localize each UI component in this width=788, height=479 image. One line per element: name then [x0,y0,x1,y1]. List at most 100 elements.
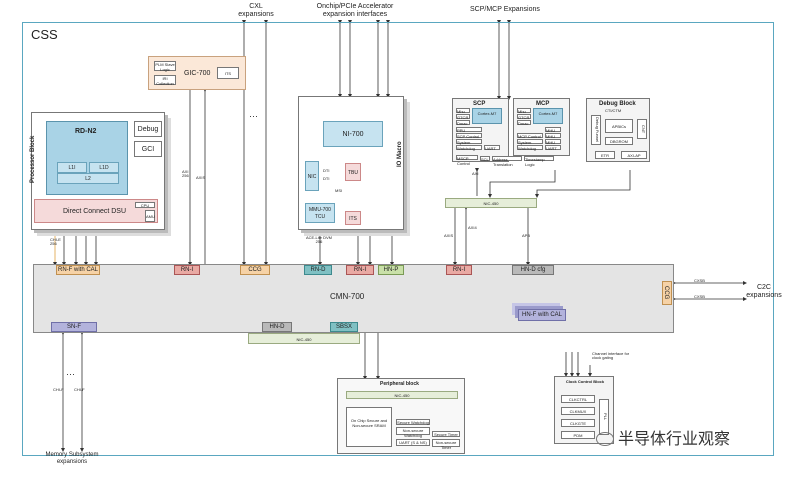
bus-apb: APB [522,233,531,238]
css-label: CSS [31,27,58,42]
clkgte: CLKGTE [561,419,595,427]
dti-label-1: DTI [323,168,330,173]
debug-block: Debug Block CTI/CTM Debug Funnel APBICs … [586,98,650,162]
address-translation: Address Translation [492,156,522,167]
uart-s-ns: UART (S & NS) [396,439,430,446]
port-rnd: RN-D [304,265,332,275]
bus-axis: AXIS [196,175,206,180]
scp-watchdog: Watchdog [456,145,482,151]
apbics: APBICs [605,119,633,133]
iri-collection: IRI Collection [154,75,176,86]
gci-unit: GCI [134,141,162,157]
mcp-block: MCP Cortex-M7 Mhu GTCR Dmac MCP Control … [513,98,570,156]
cmn-700-mesh: CMN-700 RN-F with CAL RN-I CCG RN-D RN-I… [33,264,674,333]
scp-system-timer: System Timer [456,139,482,150]
ns-timer: Non-secure Timer [432,439,460,450]
debug-title: Debug Block [599,101,636,107]
scp-cortex-m7: Cortex-M7 [472,108,502,124]
direct-connect-dsu: Direct Connect DSU CPU AMU [34,199,158,223]
bus-axi256: AXI 256 [182,169,189,179]
bus-chi-f-1: CHI-F [53,387,64,392]
port-snf: SN-F [51,322,97,332]
bus-cxsb-1: CXSB [694,278,705,283]
cxl-dots: ··· [249,111,258,121]
port-rni-3: RN-I [446,265,472,275]
port-rnf-cal: RN-F with CAL [56,265,100,275]
port-hnf-cal: HN-F with CAL [518,309,566,321]
bus-axi: AXI [472,171,479,176]
mcp-system-timer: System Timer [517,139,543,150]
gic-title: GIC-700 [184,70,211,77]
debug-funnel: Debug Funnel [591,115,601,145]
tbu: TBU [345,163,361,181]
scp-gtcr: GTCR [456,114,470,120]
c2c-label: C2C expansions [746,284,782,299]
io-its: ITS [345,211,361,225]
port-sbsx: SBSX [330,322,358,332]
scp-title: SCP [473,101,486,107]
processor-block: Processor Block RD-N2 L1I L1D L2 Debug G… [30,112,165,230]
msi-label: MSI [335,188,343,193]
nic-450-top: NIC-450 [445,198,537,208]
dsu-amu: AMU [145,210,155,222]
dsu-label: Direct Connect DSU [63,208,127,215]
mcp-uart: UART [545,145,561,151]
debug-cnt: CNT [637,119,647,139]
port-hnp: HN-P [378,265,404,275]
port-ccg-right: CCG [662,281,672,305]
clock-note: Channel interface for clock gating [592,351,630,361]
mcp-mhu: Mhu [517,108,531,114]
mcp-dmac: Dmac [517,120,531,126]
ni-700: NI-700 [323,121,383,147]
gic-700-block: PLM Slave Logic IRI Collection GIC-700 I… [148,56,246,90]
scp-control: SCP Control [456,133,482,139]
memory-dots: ··· [66,369,75,379]
rd-n2-label: RD-N2 [75,128,97,135]
peripheral-nic-450: NIC-450 [346,391,458,399]
secure-watchdog: Secure Watchdog [396,419,430,425]
dsu-cpu: CPU [135,202,155,208]
scp-mcp-label: SCP/MCP Expansions [470,6,540,13]
l2-cache: L2 [57,173,119,184]
mmu-700-tcu: MMU-700 TCU [305,203,335,223]
io-macro-block: IO Macro NI-700 NIC TBU DTI DTI MSI MMU-… [298,96,404,230]
mcp-mhu-1: MHU [545,127,561,133]
scp-dmac: Dmac [456,120,470,126]
plm-slave-logic: PLM Slave Logic [154,61,176,72]
nic-450-bottom: NIC-450 [248,333,360,344]
watermark: 半导体行业观察 [618,429,731,448]
scp-uart: UART [484,145,500,151]
bus-chi-f-2: CHI-F [74,387,85,392]
pll: PLL [599,399,609,435]
scp-block: SCP Cortex-M7 Mhu GTCR Dmac PPU SCP Cont… [452,98,509,166]
axi-ap: AXI-AP [621,151,647,159]
mscp-control: MSCP Control [456,155,478,166]
clkctrl: CLKCTRL [561,395,595,403]
io-nic: NIC [305,161,319,191]
scp-mhu: Mhu [456,108,470,114]
etr: ETR [595,151,615,159]
dti-label-2: DTI [323,176,330,181]
secure-timer: Secure Timer [432,431,460,437]
peripheral-block: Peripheral block NIC-450 On Chip Secure … [337,378,465,454]
cxl-label: CXL expansions [238,3,274,18]
clkmux: CLKMUX [561,407,595,415]
mcp-watchdog: Watchdog [517,145,543,151]
scp-ppu: PPU [456,127,482,133]
mcp-cortex-m7: Cortex-M7 [533,108,563,124]
wechat-icon [596,432,614,446]
ns-watchdog: Non-secure Watchdog [396,427,430,438]
mcp-gtcr: GTCR [517,114,531,120]
onchip-sram: On Chip Secure and Non-secure SRAM [346,407,392,447]
memory-label: Memory Subsystem expansions [45,452,99,465]
processor-block-label: Processor Block [30,135,36,183]
rd-n2-core: RD-N2 L1I L1D L2 [46,121,128,195]
css-frame [22,22,774,456]
mcp-mhu-2: MHU [545,133,561,139]
bus-axi4: AXI4 [468,225,477,230]
l1d-cache: L1D [89,162,119,173]
mcp-control: MCP Control [517,133,543,139]
onchip-label: Onchip/PCIe Accelerator expansion interf… [316,3,394,18]
pdm: PDM [561,431,595,439]
scp-scl: SCL [480,156,490,162]
